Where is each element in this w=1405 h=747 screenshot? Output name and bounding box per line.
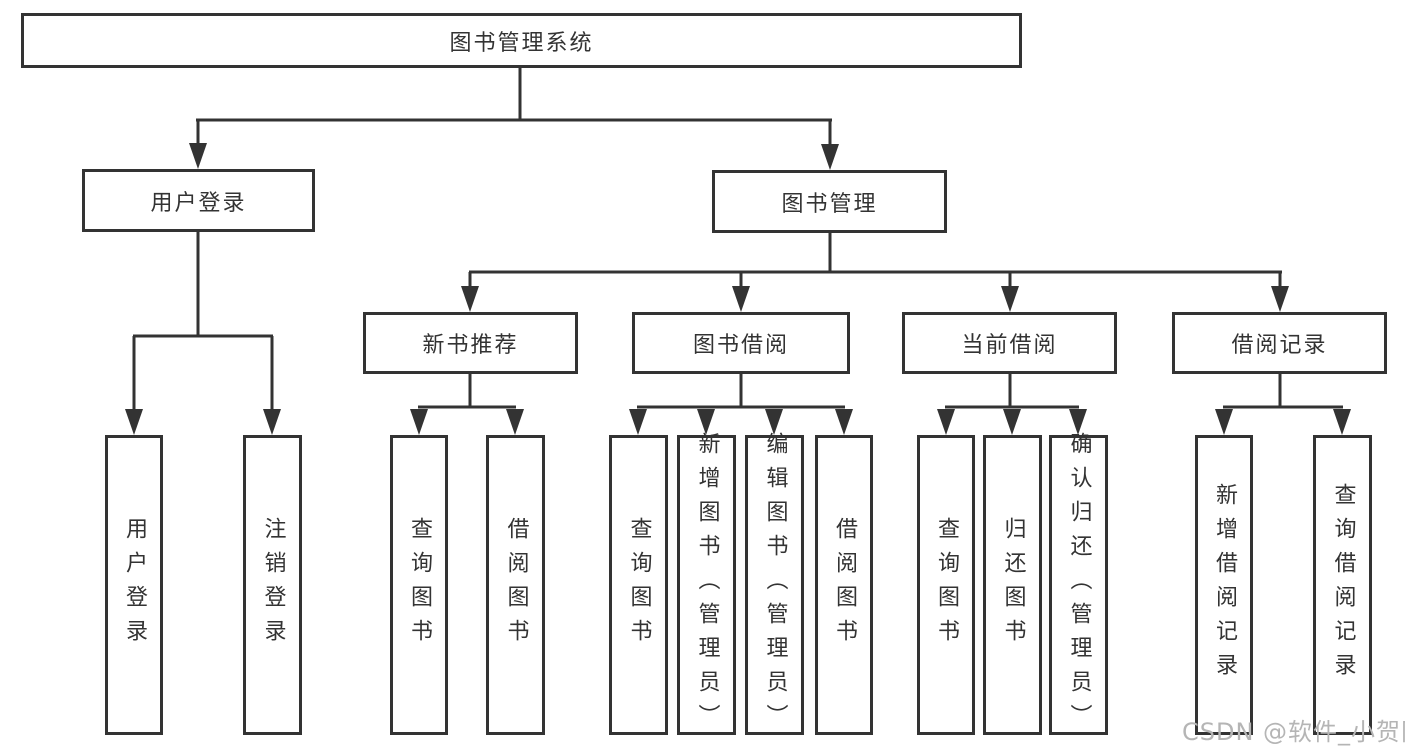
leaf-user-login: 用户登录 — [105, 435, 163, 735]
arrowhead — [1069, 409, 1087, 435]
leaf-query-books-recommend: 查询图书 — [390, 435, 448, 735]
arrowhead — [1333, 409, 1351, 435]
arrowhead — [835, 409, 853, 435]
leaf-borrow-books-recommend: 借阅图书 — [486, 435, 545, 735]
node-label: 新书推荐 — [422, 333, 519, 358]
node-book-management: 图书管理 — [712, 170, 947, 233]
leaf-query-books-borrow: 查询图书 — [609, 435, 668, 735]
leaf-logout: 注销登录 — [243, 435, 302, 735]
node-label: 归还图书 — [1000, 517, 1026, 653]
node-label: 查询图书 — [626, 517, 652, 653]
connector-root-to-level2 — [189, 66, 839, 170]
node-label: 查询图书 — [934, 517, 959, 653]
leaf-borrow-books: 借阅图书 — [815, 435, 873, 735]
node-label: 图书借阅 — [692, 333, 789, 358]
node-label: 确认归还（管理员） — [1066, 432, 1092, 738]
arrowhead — [1001, 286, 1019, 312]
arrowhead — [189, 143, 207, 169]
connector-new-book-to-leaves — [410, 372, 524, 435]
leaf-query-books-current: 查询图书 — [917, 435, 975, 735]
connector-borrow-records-to-leaves — [1215, 372, 1351, 435]
arrowhead — [697, 409, 715, 435]
leaf-edit-book-admin: 编辑图书（管理员） — [745, 432, 804, 738]
leaf-query-borrow-record: 查询借阅记录 — [1313, 435, 1372, 735]
node-label: 新增借阅记录 — [1212, 483, 1237, 687]
node-label: 查询借阅记录 — [1330, 483, 1356, 687]
node-root: 图书管理系统 — [21, 13, 1022, 68]
node-label: 用户登录 — [122, 517, 147, 653]
arrowhead — [410, 409, 428, 435]
connector-book-borrow-to-leaves — [629, 372, 853, 435]
arrowhead — [1215, 409, 1233, 435]
node-label: 编辑图书（管理员） — [762, 432, 788, 738]
node-label: 当前借阅 — [961, 333, 1058, 358]
node-label: 用户登录 — [150, 190, 247, 216]
arrowhead — [1003, 409, 1021, 435]
node-label: 查询图书 — [407, 517, 432, 653]
arrowhead — [629, 409, 647, 435]
leaf-add-borrow-record: 新增借阅记录 — [1195, 435, 1253, 735]
arrowhead — [461, 286, 479, 312]
node-user-login: 用户登录 — [82, 169, 315, 232]
node-label: 借阅图书 — [832, 517, 857, 653]
node-label: 借阅图书 — [503, 517, 529, 653]
arrowhead — [732, 286, 750, 312]
connector-user-login-to-leaves — [125, 230, 281, 435]
connector-book-mgmt-to-level3 — [461, 231, 1289, 312]
leaf-confirm-return-admin: 确认归还（管理员） — [1049, 432, 1108, 738]
arrowhead — [506, 409, 524, 435]
node-new-book-recommend: 新书推荐 — [363, 312, 578, 374]
leaf-add-book-admin: 新增图书（管理员） — [677, 432, 736, 738]
node-label: 新增图书（管理员） — [694, 432, 720, 738]
arrowhead — [937, 409, 955, 435]
arrowhead — [821, 144, 839, 170]
connector-current-borrow-to-leaves — [937, 372, 1087, 435]
node-label: 注销登录 — [260, 517, 286, 653]
node-label: 图书管理系统 — [449, 30, 594, 56]
arrowhead — [765, 409, 783, 435]
node-label: 图书管理 — [781, 191, 878, 217]
arrowhead — [1271, 286, 1289, 312]
arrowhead — [263, 409, 281, 435]
node-label: 借阅记录 — [1231, 333, 1328, 358]
node-book-borrowing: 图书借阅 — [632, 312, 850, 374]
node-current-borrowing: 当前借阅 — [902, 312, 1117, 374]
leaf-return-book: 归还图书 — [983, 435, 1042, 735]
node-borrowing-records: 借阅记录 — [1172, 312, 1387, 374]
arrowhead — [125, 409, 143, 435]
